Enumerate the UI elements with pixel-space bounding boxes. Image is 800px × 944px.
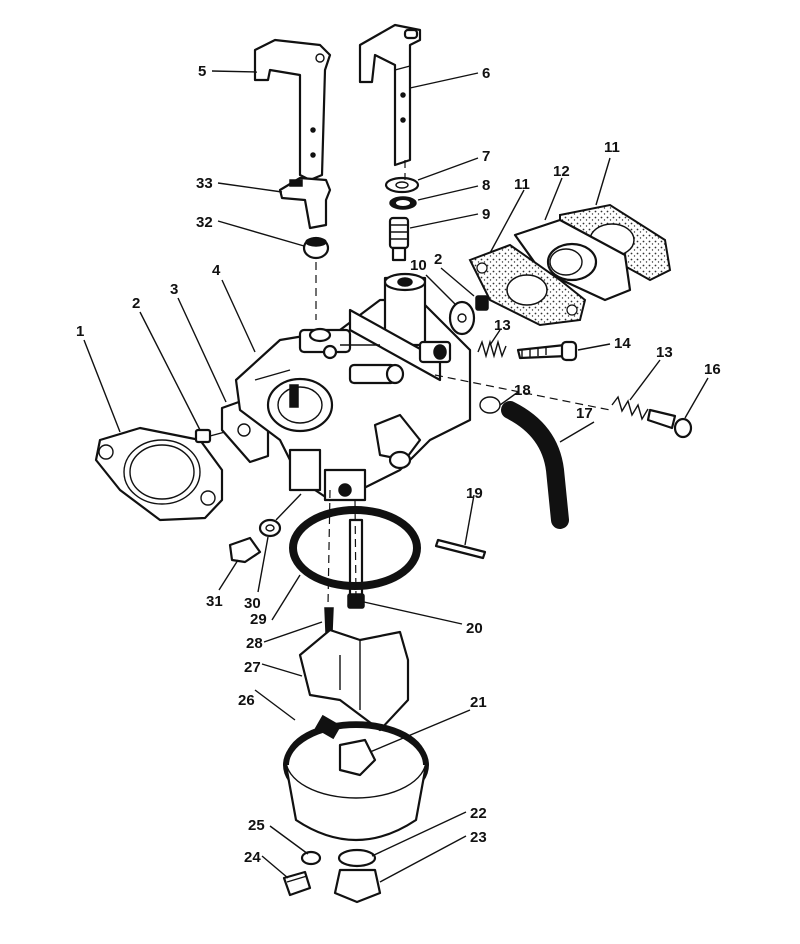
callout-33: 33 [196,175,213,192]
part-6-choke-shaft [358,23,422,167]
part-25-washer [300,850,322,866]
part-11-gasket-front [468,243,587,327]
part-22-gasket [337,848,377,868]
part-13-spring-b [611,395,649,421]
callout-24: 24 [244,849,261,866]
part-16-speed-screw [646,408,693,439]
part-18-clip [479,396,501,414]
part-23-bowl-nut [333,868,382,904]
callout-21: 21 [470,694,487,711]
part-4-carburetor-body [234,272,472,502]
callout-25: 25 [248,817,265,834]
part-19-pin [434,538,487,560]
part-5-throttle-shaft [253,38,332,182]
part-28-needle [324,607,334,633]
callout-30: 30 [244,595,261,612]
leader-lines [83,70,709,883]
part-21-float-bowl [284,714,428,842]
callout-9: 9 [482,206,490,223]
part-7-washer [384,176,420,194]
part-13-spring-a [477,339,507,359]
part-17-fuel-line [501,401,569,529]
part-14-mixture-screw [516,340,578,362]
callout-20: 20 [466,620,483,637]
callout-29: 29 [250,611,267,628]
callout-7: 7 [482,148,490,165]
callout-31: 31 [206,593,223,610]
callout-13b: 13 [656,344,673,361]
part-32-bushing [302,236,330,260]
callout-17: 17 [576,405,593,422]
part-27-float [298,628,410,732]
assembly-lines [315,160,611,606]
callout-1: 1 [76,323,84,340]
part-9-needle-screw [388,216,410,262]
part-29-bowl-gasket [289,506,421,590]
callout-11b: 11 [604,139,620,156]
part-31-plug [228,536,262,564]
part-10-plate [448,300,476,336]
callout-28: 28 [246,635,263,652]
part-1-gasket [94,426,224,522]
callout-26: 26 [238,692,255,709]
callout-19: 19 [466,485,483,502]
callout-3: 3 [170,281,178,298]
callout-14: 14 [614,335,631,352]
callout-27: 27 [244,659,261,676]
callout-32: 32 [196,214,213,231]
callout-2b: 2 [434,251,442,268]
callout-2: 2 [132,295,140,312]
callout-12: 12 [553,163,570,180]
callout-18: 18 [514,382,531,399]
callout-16: 16 [704,361,721,378]
callout-11: 11 [514,176,530,193]
callout-6: 6 [482,65,490,82]
callout-4: 4 [212,262,221,279]
callout-8: 8 [482,177,490,194]
part-30-washer [258,518,282,538]
callout-23: 23 [470,829,487,846]
callout-22: 22 [470,805,487,822]
callout-13: 13 [494,317,511,334]
callout-labels: 1 2 3 4 5 6 7 8 9 10 2 11 12 11 13 14 13… [76,63,721,866]
callout-5: 5 [198,63,206,80]
part-2-screw-right [475,295,489,311]
part-24-drain-screw [282,870,312,897]
part-33-throttle-lever [278,176,332,230]
callout-10: 10 [410,257,427,274]
part-8-seal [389,196,417,210]
